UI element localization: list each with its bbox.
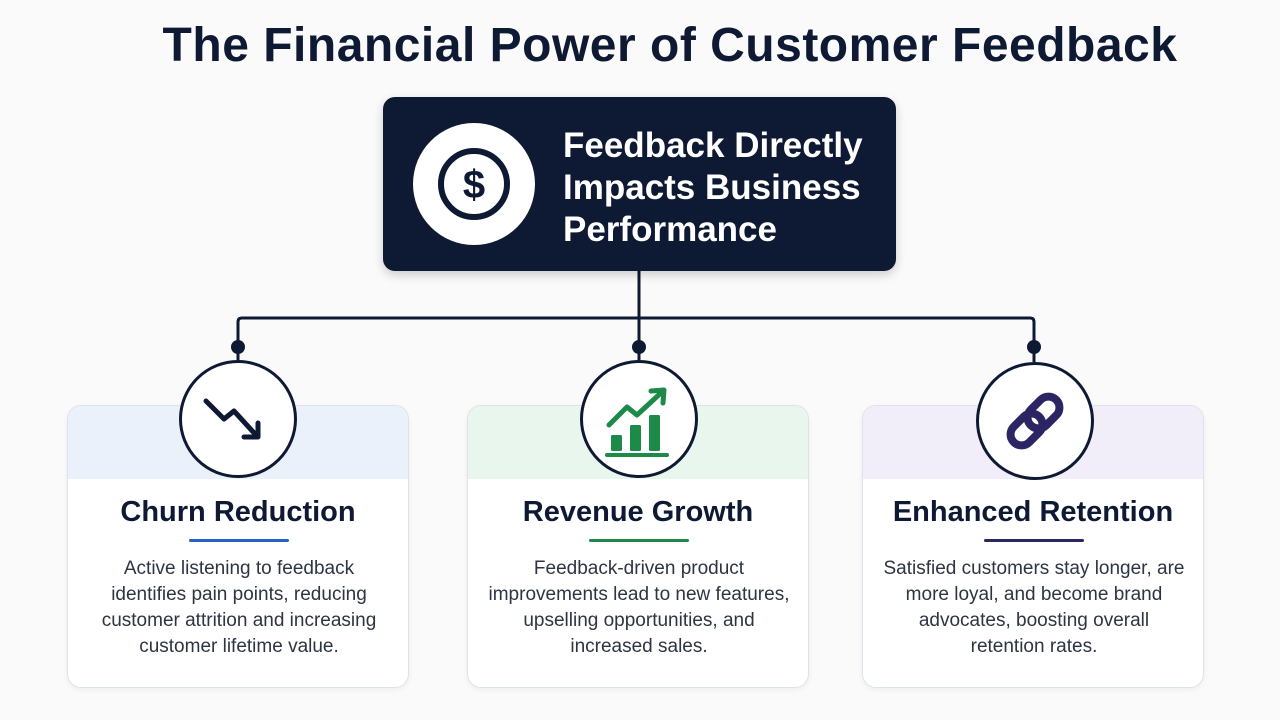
growth-chart-icon (580, 360, 698, 478)
card-description: Feedback-driven product improvements lea… (488, 558, 790, 657)
central-hub-box: $ Feedback Directly Impacts Business Per… (383, 97, 896, 271)
card-divider (189, 539, 289, 542)
card-description: Active listening to feedback identifies … (101, 558, 377, 657)
card-divider (589, 539, 689, 542)
card-title: Enhanced Retention (892, 496, 1174, 528)
card-description: Satisfied customers stay longer, are mor… (883, 558, 1185, 657)
svg-text:$: $ (463, 163, 485, 207)
page-title: The Financial Power of Customer Feedback (162, 19, 1178, 72)
card-title: Churn Reduction (120, 496, 356, 528)
hub-heading: Feedback Directly Impacts Business Perfo… (563, 126, 863, 249)
link-chain-icon (976, 362, 1094, 480)
trending-down-icon (179, 360, 297, 478)
card-title: Revenue Growth (522, 496, 754, 528)
connector-dot (231, 340, 245, 354)
connector-dot (1027, 340, 1041, 354)
connector-dot (632, 340, 646, 354)
card-divider (984, 539, 1084, 542)
dollar-icon: $ (413, 123, 535, 245)
